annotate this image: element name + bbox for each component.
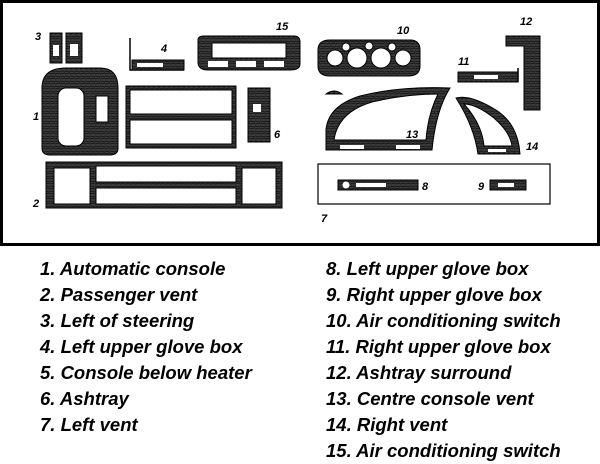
label-4: 4 <box>160 43 167 55</box>
part-right-upper-glove-box-9 <box>489 179 527 191</box>
label-10: 10 <box>397 25 410 37</box>
legend-item: 6. Ashtray <box>40 388 129 409</box>
parts-diagram: 1 2 3 4 5 6 7 8 9 10 11 12 13 14 15 <box>0 0 600 246</box>
legend-item: 12. Ashtray surround <box>326 362 512 383</box>
label-11: 11 <box>458 56 469 68</box>
part-centre-console-vent <box>325 87 451 151</box>
part-air-conditioning-switch-10 <box>317 39 421 77</box>
legend-item: 1. Automatic console <box>40 258 226 279</box>
part-right-vent <box>455 96 521 155</box>
label-12: 12 <box>520 16 532 28</box>
part-left-upper-glove-box-4 <box>129 38 185 71</box>
legend-item: 10. Air conditioning switch <box>326 310 561 331</box>
part-left-of-steering <box>49 32 83 64</box>
label-7: 7 <box>321 213 328 225</box>
part-passenger-vent <box>45 161 283 209</box>
label-2: 2 <box>32 198 39 210</box>
legend-item: 8. Left upper glove box <box>326 258 529 279</box>
part-ashtray <box>247 87 271 143</box>
label-6: 6 <box>274 129 281 141</box>
label-3: 3 <box>35 31 41 43</box>
label-9: 9 <box>478 181 485 193</box>
part-console-below-heater <box>125 85 237 149</box>
legend-item: 9. Right upper glove box <box>326 284 542 305</box>
label-15: 15 <box>276 21 289 33</box>
part-right-upper-glove-box-11 <box>457 68 519 83</box>
legend-item: 2. Passenger vent <box>40 284 198 305</box>
legend-right-column: 8. Left upper glove box 9. Right upper g… <box>326 256 561 464</box>
part-accent-clip <box>324 90 344 95</box>
label-13: 13 <box>406 129 418 141</box>
legend-item: 4. Left upper glove box <box>40 336 243 357</box>
label-14: 14 <box>526 141 538 153</box>
legend-item: 14. Right vent <box>326 414 448 435</box>
legend-item: 15. Air conditioning switch <box>326 440 561 461</box>
label-1: 1 <box>33 111 39 123</box>
legend-item: 11. Right upper glove box <box>326 336 551 357</box>
part-automatic-console <box>41 67 119 156</box>
part-left-vent <box>317 163 551 205</box>
legend-item: 13. Centre console vent <box>326 388 534 409</box>
legend-item: 7. Left vent <box>40 414 138 435</box>
legend-item: 5. Console below heater <box>40 362 252 383</box>
legend-left-column: 1. Automatic console 2. Passenger vent 3… <box>40 256 252 438</box>
legend-item: 3. Left of steering <box>40 310 195 331</box>
label-8: 8 <box>422 181 429 193</box>
part-ashtray-surround <box>505 35 541 111</box>
part-left-upper-glove-box-8 <box>337 179 419 191</box>
part-air-conditioning-switch-15 <box>197 35 301 71</box>
